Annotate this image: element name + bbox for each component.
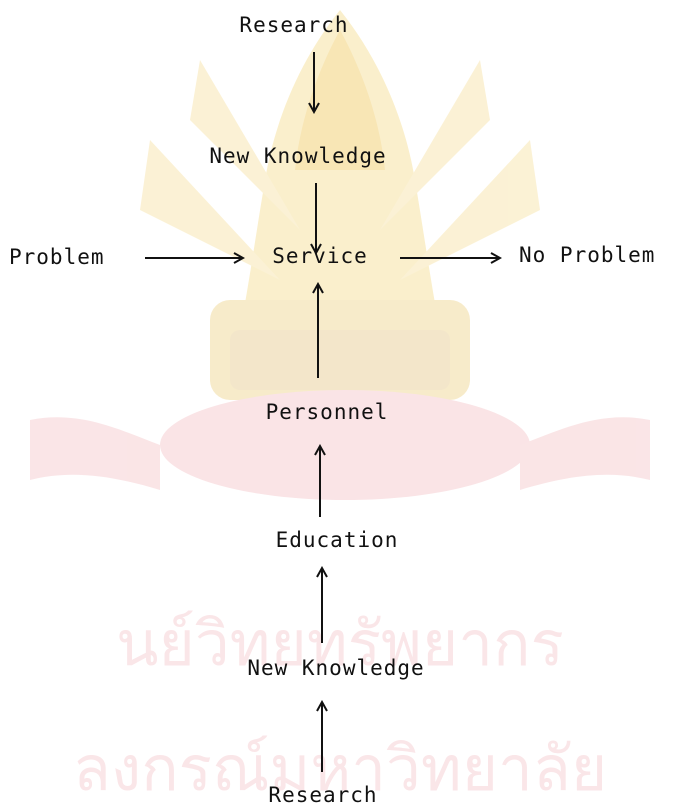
node-problem: Problem — [9, 245, 105, 269]
node-new-knowledge-top: New Knowledge — [209, 144, 387, 168]
node-education: Education — [275, 528, 399, 552]
thai-watermark-text: นย์วิทยทรัพยากร ลงกรณ์มหาวิทยาลัย — [73, 607, 607, 805]
node-research-bottom: Research — [268, 783, 378, 807]
node-research-top: Research — [239, 13, 349, 37]
node-service: Service — [272, 244, 368, 268]
svg-text:ลงกรณ์มหาวิทยาลัย: ลงกรณ์มหาวิทยาลัย — [73, 732, 607, 805]
node-personnel: Personnel — [265, 400, 389, 424]
node-no-problem: No Problem — [519, 243, 656, 267]
seal-watermark — [30, 10, 650, 500]
node-new-knowledge-bottom: New Knowledge — [247, 656, 425, 680]
svg-text:นย์วิทยทรัพยากร: นย์วิทยทรัพยากร — [116, 607, 564, 680]
